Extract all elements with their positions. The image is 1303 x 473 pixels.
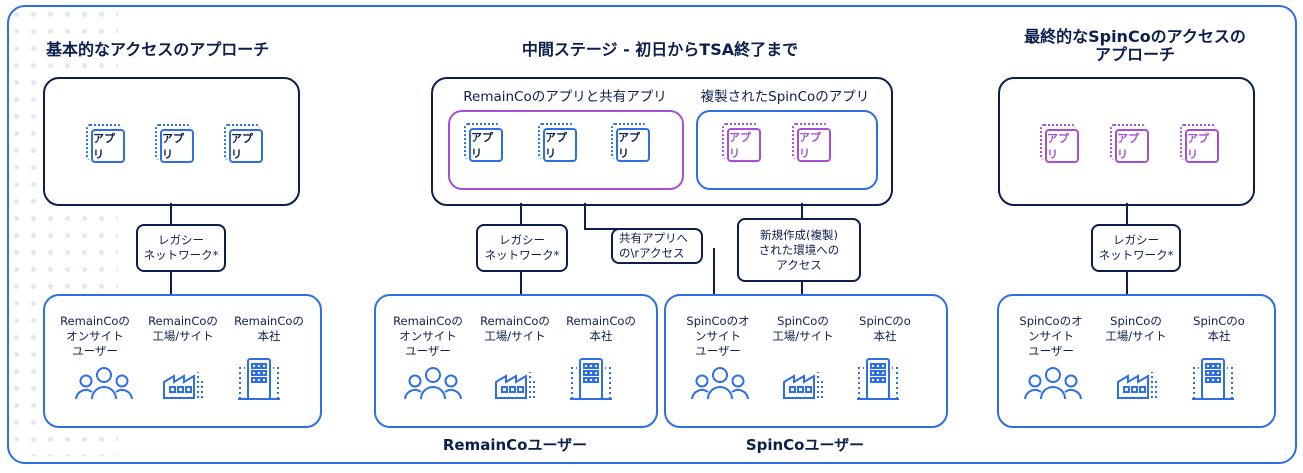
mid-remainco-app-2: アプリ xyxy=(538,123,582,167)
factory-icon xyxy=(163,372,203,399)
building-icon xyxy=(1192,358,1234,400)
mid-remainco-factory-label: RemainCoの工場/サイト xyxy=(480,314,550,343)
left-app-1: アプリ xyxy=(86,124,130,168)
mid-spinco-app-1: アプリ xyxy=(722,123,766,167)
spinco-apps-header: 複製されたSpinCoのアプリ xyxy=(700,89,870,105)
left-section-title: 基本的なアクセスのアプローチ xyxy=(46,40,270,59)
spinco-users-label: SpinCoユーザー xyxy=(745,436,865,454)
factory-icon xyxy=(1117,372,1157,399)
mid-remainco-sites-box xyxy=(374,294,658,428)
new-env-access: 新規作成(複製)された環境へのアクセス xyxy=(737,218,861,282)
mid-connector-remain-bottom xyxy=(520,271,522,295)
middle-section-title: 中間ステージ - 初日からTSA終了まで xyxy=(521,40,799,59)
remainco-users-label: RemainCoユーザー xyxy=(442,436,588,454)
mid-connector-shared-bottom xyxy=(713,248,715,295)
shared-app-access: 共有アプリへの\rアクセス xyxy=(611,228,703,264)
right-app-1: アプリ xyxy=(1040,124,1084,168)
left-app-2: アプリ xyxy=(155,124,199,168)
mid-connector-shared-horiz xyxy=(584,228,640,230)
right-factory-label: SpinCoの工場/サイト xyxy=(1105,314,1167,343)
right-app-3: アプリ xyxy=(1180,124,1224,168)
left-factory-label: RemainCoの工場/サイト xyxy=(148,314,218,343)
mid-remainco-hq-label: RemainCoの本社 xyxy=(566,314,636,343)
left-hq-label: RemainCoの本社 xyxy=(234,314,304,343)
left-connector-bottom xyxy=(170,271,172,295)
building-icon xyxy=(570,358,612,400)
right-connector-top xyxy=(1126,203,1128,225)
building-icon xyxy=(238,358,280,400)
left-app-3: アプリ xyxy=(224,124,268,168)
right-sites-box xyxy=(997,294,1276,428)
mid-connector-new-bottom xyxy=(801,282,803,295)
mid-connector-remain-top xyxy=(520,203,522,225)
left-connector-top xyxy=(170,203,172,225)
right-section-title: 最終的なSpinCoのアクセスの アプローチ xyxy=(1024,27,1246,64)
users-icon xyxy=(404,367,462,400)
factory-icon xyxy=(495,372,535,399)
mid-spinco-app-2: アプリ xyxy=(792,123,836,167)
left-sites-box xyxy=(43,294,322,428)
users-icon xyxy=(691,367,749,400)
left-onsite-label: RemainCoのオンサイトユーザー xyxy=(60,314,130,358)
factory-icon xyxy=(783,372,823,399)
right-legacy-network: レガシーネットワーク* xyxy=(1091,224,1181,272)
mid-connector-shared-top xyxy=(584,203,586,229)
users-icon xyxy=(1024,367,1082,400)
users-icon xyxy=(75,367,133,400)
mid-spinco-factory-label: SpinCoの工場/サイト xyxy=(772,314,834,343)
right-onsite-label: SpinCoのオンサイトユーザー xyxy=(1019,314,1083,358)
mid-connector-new-top xyxy=(801,203,803,219)
remainco-apps-header: RemainCoのアプリと共有アプリ xyxy=(463,89,667,105)
mid-spinco-sites-box xyxy=(664,294,948,428)
mid-spinco-onsite-label: SpinCoのオンサイトユーザー xyxy=(686,314,750,358)
left-legacy-network: レガシーネットワーク* xyxy=(136,224,226,272)
mid-remainco-app-1: アプリ xyxy=(464,123,508,167)
mid-legacy-network: レガシーネットワーク* xyxy=(476,224,568,272)
mid-remainco-onsite-label: RemainCoのオンサイトユーザー xyxy=(393,314,463,358)
mid-remainco-app-3: アプリ xyxy=(611,123,655,167)
building-icon xyxy=(857,358,899,400)
right-app-2: アプリ xyxy=(1110,124,1154,168)
right-connector-bottom xyxy=(1126,271,1128,295)
